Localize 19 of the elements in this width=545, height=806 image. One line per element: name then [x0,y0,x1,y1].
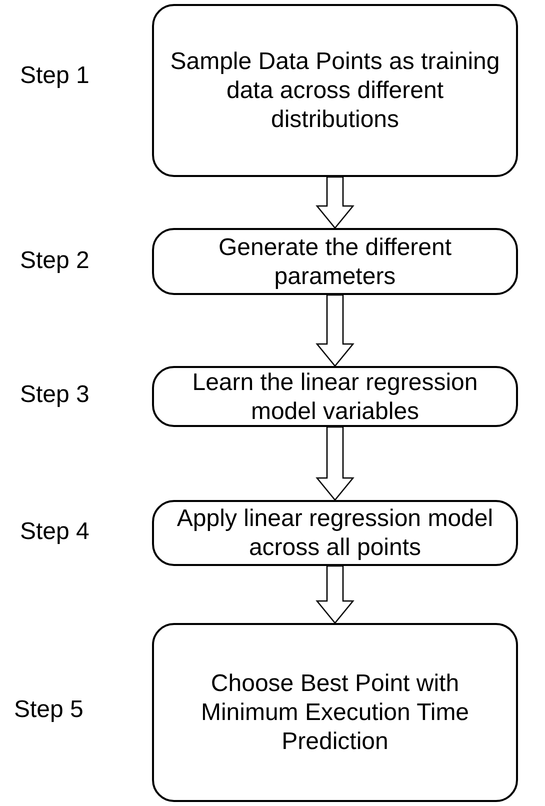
step-description: Learn the linear regression model variables [191,368,479,426]
process-box [152,623,518,802]
block-arrow [316,426,354,502]
process-box [152,500,518,566]
step-description: Generate the different parameters [217,232,453,290]
block-arrow [316,176,354,230]
block-arrow [316,565,354,624]
step-description: Choose Best Point with Minimum Execution Time Prediction [200,669,470,756]
process-box [152,228,518,295]
step-description: Sample Data Points as training data across different distributions [169,47,501,134]
step-label: Step 5 [14,696,84,724]
block-arrow [316,294,354,368]
step-label: Step 2 [20,247,90,275]
process-box [152,4,518,177]
step-label: Step 3 [20,381,90,409]
step-label: Step 1 [20,62,90,90]
process-box [152,366,518,427]
step-description: Apply linear regression model across all points [176,504,494,562]
step-label: Step 4 [20,518,90,546]
